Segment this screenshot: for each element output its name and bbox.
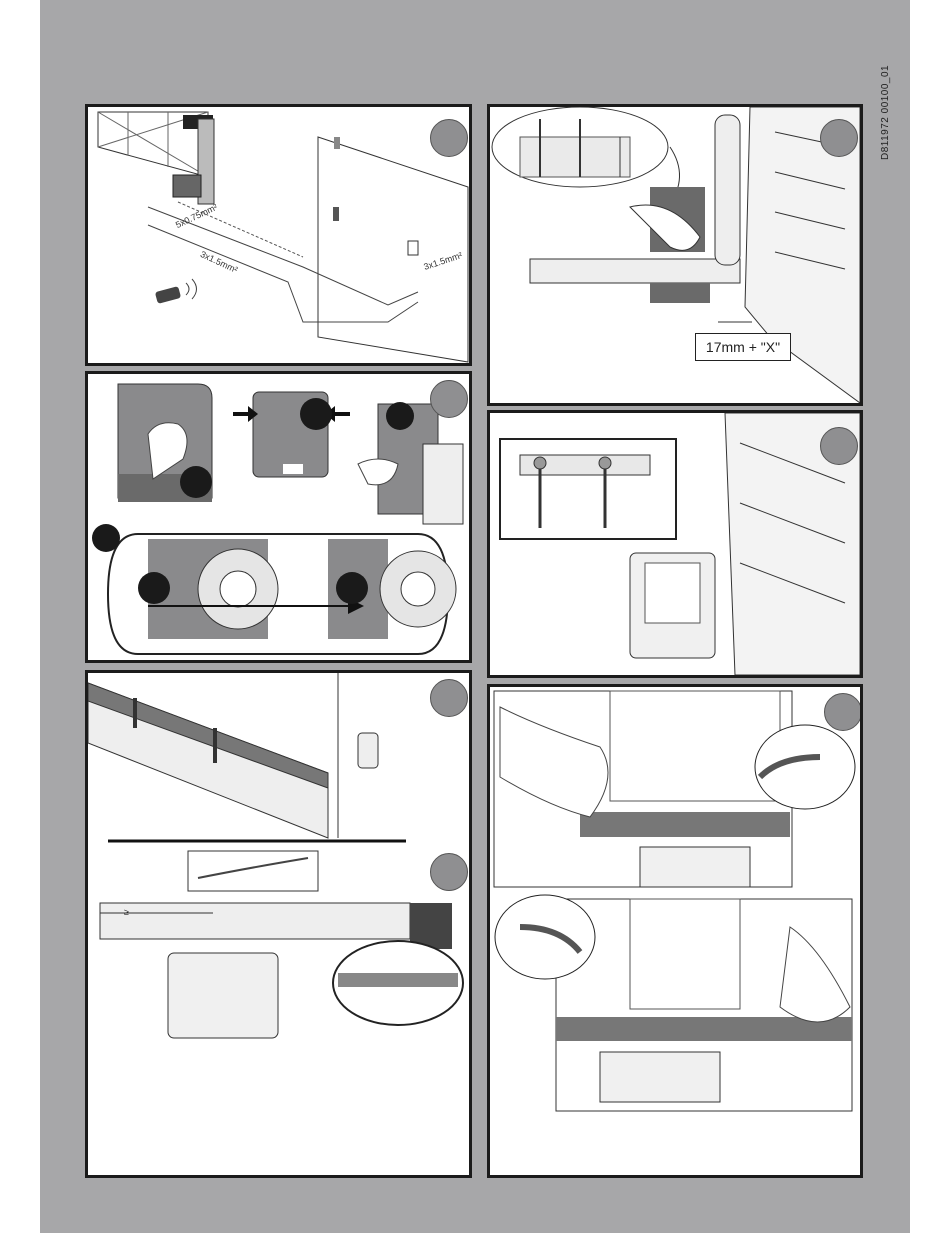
step-marker — [92, 524, 120, 552]
step-badge — [430, 119, 468, 157]
step-badge — [430, 853, 468, 891]
step-badge — [820, 119, 858, 157]
panel-cable-seal — [487, 684, 863, 1178]
step-marker — [180, 466, 212, 498]
panel-control-board-fixing — [487, 410, 863, 678]
step-badge — [430, 380, 468, 418]
base-plate-illustration — [490, 107, 860, 403]
rack-installation-illustration — [88, 673, 469, 1175]
panel-installation-overview: 5x0.75mm² 3x1.5mm² 3x1.5mm² — [85, 104, 472, 366]
gate-installation-illustration — [88, 107, 469, 363]
measure-label-box: 17mm + "X" — [695, 333, 791, 361]
panel-motor-cover-removal — [85, 371, 472, 663]
panel-rack-installation: ≥ — [85, 670, 472, 1178]
panel-base-plate-measure: 17mm + "X" — [487, 104, 863, 406]
step-marker — [138, 572, 170, 604]
cable-seal-illustration — [490, 687, 860, 1175]
control-board-illustration — [490, 413, 860, 675]
step-badge — [820, 427, 858, 465]
step-marker — [300, 398, 332, 430]
document-id: D811972 00100_01 — [880, 40, 900, 160]
step-badge — [430, 679, 468, 717]
greater-equal-symbol: ≥ — [124, 907, 129, 917]
step-badge — [824, 693, 862, 731]
step-marker — [336, 572, 368, 604]
step-marker — [386, 402, 414, 430]
